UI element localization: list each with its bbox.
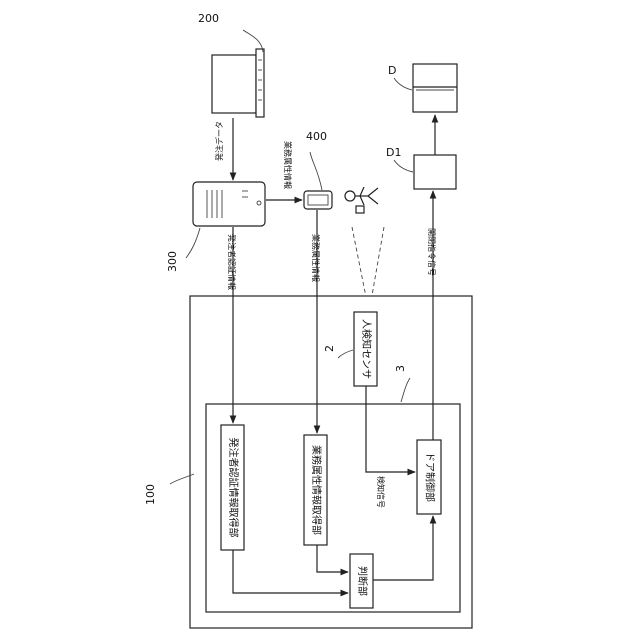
person-icon xyxy=(345,187,378,213)
open-close-signal-label: 開閉指令信号 xyxy=(427,228,437,276)
order-data-label: 発注データ xyxy=(214,121,224,161)
door-control-label: ドア制御部 xyxy=(424,452,437,502)
ref-label-200: 200 xyxy=(198,12,219,25)
attr-info-mid-label: 業務属性情報 xyxy=(311,234,321,282)
human-sensor-label: 人検知センサ xyxy=(360,319,373,379)
sensor-range-lower xyxy=(370,227,384,307)
ref-label-D: D xyxy=(388,64,396,77)
server-icon xyxy=(193,182,265,226)
leader-300 xyxy=(186,228,200,258)
ref-label-2: 2 xyxy=(323,345,336,352)
leader-D1 xyxy=(394,160,413,172)
auth-info-label: 発注者認証情報 xyxy=(227,234,237,290)
ref-label-D1: D1 xyxy=(386,146,401,159)
attr-acquire-label: 業務属性情報取得部 xyxy=(310,445,323,535)
door-drive-box xyxy=(414,155,456,189)
laptop-icon xyxy=(212,49,264,117)
auth-acquire-label: 発注者認証情報取得部 xyxy=(227,438,240,538)
leader-400 xyxy=(310,152,322,190)
sensor-range-upper xyxy=(352,227,368,307)
detect-signal-label: 検知信号 xyxy=(376,476,386,508)
judge-label: 判断部 xyxy=(356,566,369,596)
ref-label-400: 400 xyxy=(306,130,327,143)
leader-D xyxy=(394,78,412,90)
attr-info-top-label: 業務属性情報 xyxy=(283,141,293,189)
mobile-terminal-icon xyxy=(304,191,332,209)
ref-label-3: 3 xyxy=(394,365,407,372)
door-icon xyxy=(413,64,457,112)
ref-label-300: 300 xyxy=(166,251,179,272)
ref-label-100: 100 xyxy=(144,484,157,505)
